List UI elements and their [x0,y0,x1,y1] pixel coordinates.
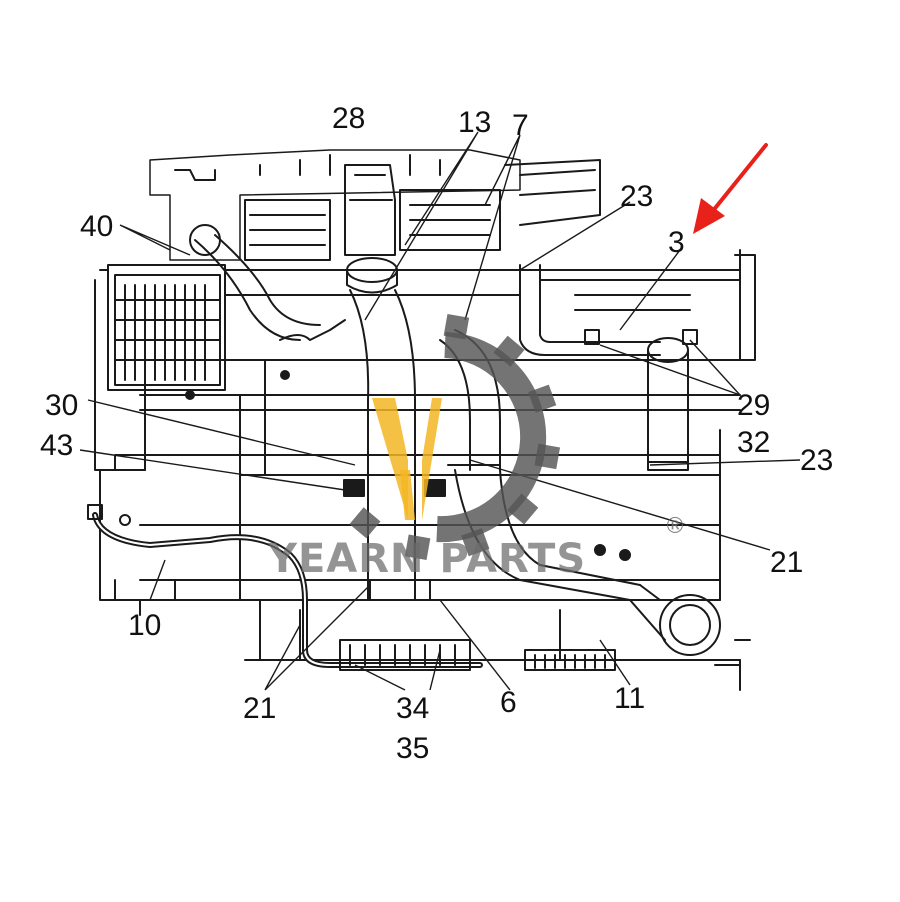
yearn-parts-watermark: YEARN PARTS ® [267,313,686,582]
leader-6 [439,599,511,691]
engine-line-drawing [87,149,756,691]
gear-tooth [507,493,539,525]
gear-tooth [443,313,470,340]
callout-28: 28 [332,102,365,135]
leader-34 [354,664,406,691]
gear-tooth [349,507,381,539]
gear-tooth [528,384,557,413]
gear-tooth [493,335,525,367]
callout-3: 3 [668,226,685,259]
leader-40 [119,224,191,256]
callout-30: 30 [45,389,78,422]
callout-23-right: 23 [800,444,833,477]
callout-6: 6 [500,686,517,719]
leader-13 [364,131,479,321]
leader-30 [87,399,356,466]
gear-logo-icon [436,332,547,543]
gear-tooth [534,443,561,470]
callout-11: 11 [614,682,645,715]
callout-29: 29 [737,389,770,422]
callout-10: 10 [128,609,161,642]
callout-21-bottom: 21 [243,692,276,725]
leader-29 [599,339,741,396]
leader-3 [619,249,681,331]
leader-23-right [649,459,801,466]
watermark-registered-mark: ® [664,514,686,539]
leader-43 [79,449,346,491]
leader-21-bottom [264,584,371,691]
leader-23-top [519,201,631,271]
red-highlight-arrow-icon [693,143,768,234]
callout-43: 43 [40,429,73,462]
callout-13: 13 [458,106,491,139]
gear-teeth-icon [349,313,561,561]
callout-32: 32 [737,426,770,459]
leader-11 [599,639,631,686]
leader-10 [149,559,166,601]
callout-7: 7 [512,109,529,142]
gear-tooth [404,534,431,561]
leader-7 [464,134,521,321]
callout-23-top: 23 [620,180,653,213]
gear-tooth [461,528,490,557]
callout-numbers: 28 13 7 40 23 3 30 29 43 32 23 21 10 21 … [40,102,833,765]
watermark-brand-text: YEARN PARTS [267,536,586,582]
leader-35 [429,649,441,691]
callout-40: 40 [80,210,113,243]
callout-35: 35 [396,732,429,765]
y-mark-logo-icon [372,398,442,520]
callout-leader-lines [79,131,801,691]
callout-34: 34 [396,692,429,725]
callout-21-right: 21 [770,546,803,579]
